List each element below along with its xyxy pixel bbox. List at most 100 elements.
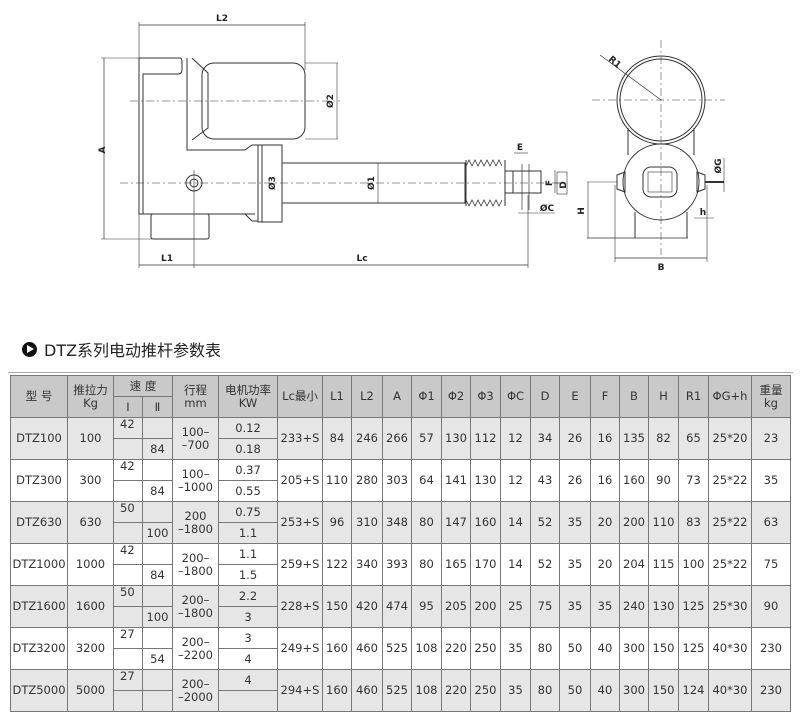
- cell-f: 20: [590, 501, 620, 544]
- cell-weight: 75: [751, 543, 791, 586]
- cell-l2: 460: [351, 669, 383, 712]
- cell-l2-text: 246: [356, 431, 378, 445]
- cell-power-1: 2.2: [218, 585, 278, 607]
- cell-b: 135: [619, 417, 649, 460]
- dim-h-lower: h: [700, 208, 706, 218]
- cell-speed-2: 100: [142, 606, 173, 628]
- cell-weight: 35: [751, 459, 791, 502]
- play-bullet-icon: [22, 341, 37, 357]
- cell-model-text: DTZ1000: [12, 557, 66, 571]
- cell-lc: 294+S: [277, 669, 323, 712]
- cell-stroke-line1: 100–: [181, 424, 210, 439]
- cell-speed-2: 100: [142, 522, 173, 544]
- cell-h-text: 90: [656, 473, 671, 487]
- cell-p2: 165: [441, 543, 471, 586]
- cell-power-1-text: 3: [244, 630, 252, 645]
- cell-a-text: 525: [386, 683, 408, 697]
- cell-r1: 83: [678, 501, 709, 544]
- cell-speed-2-empty: [142, 543, 173, 565]
- cell-speed-1: 27: [113, 627, 143, 649]
- header-h: H: [648, 375, 679, 418]
- dim-r1: R1: [606, 55, 623, 71]
- cell-a: 525: [382, 627, 412, 670]
- cell-l2: 280: [351, 459, 383, 502]
- cell-p1-text: 64: [419, 473, 434, 487]
- cell-l2: 246: [351, 417, 383, 460]
- cell-model: DTZ5000: [10, 669, 68, 712]
- cell-l1: 110: [322, 459, 352, 502]
- cell-weight-text: 230: [760, 641, 782, 655]
- header-speed-text: 速 度: [129, 378, 157, 393]
- cell-power-1: 3: [218, 627, 278, 649]
- cell-b: 300: [619, 627, 649, 670]
- cell-gh: 25*20: [708, 417, 752, 460]
- header-d: D: [530, 375, 560, 418]
- cell-p1: 64: [411, 459, 442, 502]
- cell-power-2: 0.18: [218, 438, 278, 460]
- header-p1: Φ1: [411, 375, 442, 418]
- cell-gh-text: 25*20: [712, 431, 748, 445]
- cell-a: 525: [382, 669, 412, 712]
- cell-gh: 25*22: [708, 543, 752, 586]
- cell-r1: 65: [678, 417, 709, 460]
- header-a-text: A: [393, 389, 401, 403]
- cell-l1: 150: [322, 585, 352, 628]
- cell-a: 474: [382, 585, 412, 628]
- header-f-text: F: [601, 389, 609, 403]
- header-weight-line1: 重量: [759, 382, 783, 397]
- header-gh-text: ΦG+h: [712, 389, 748, 403]
- cell-p3: 250: [470, 669, 501, 712]
- cell-weight-text: 63: [763, 515, 779, 529]
- header-stroke-line1: 行程: [184, 382, 207, 397]
- cell-e-text: 50: [567, 641, 583, 655]
- cell-power-2-text: 0.18: [235, 441, 261, 456]
- cell-p2: 147: [441, 501, 471, 544]
- cell-weight-text: 35: [763, 473, 779, 487]
- cell-stroke: 100––1000: [172, 459, 219, 502]
- cell-power-2: [218, 690, 278, 712]
- cell-stroke-line2: –2000: [177, 689, 214, 704]
- cell-speed-1-text: 42: [120, 543, 135, 557]
- cell-r1-text: 65: [686, 431, 701, 445]
- cell-power-2: 1.5: [218, 564, 278, 586]
- cell-f-text: 20: [597, 557, 613, 571]
- cell-force: 100: [67, 417, 114, 460]
- header-speed-2: Ⅱ: [142, 396, 173, 418]
- cell-force: 5000: [67, 669, 114, 712]
- cell-pc-text: 12: [508, 473, 523, 487]
- cell-model: DTZ630: [10, 501, 68, 544]
- cell-weight: 230: [751, 669, 791, 712]
- cell-lc-text: 259+S: [280, 557, 320, 571]
- cell-power-1: 0.12: [218, 417, 278, 439]
- cell-power-1-text: 2.2: [238, 588, 258, 603]
- cell-force-text: 630: [79, 515, 102, 529]
- cell-e: 35: [559, 543, 591, 586]
- cell-force-text: 3200: [75, 641, 106, 655]
- cell-h: 82: [648, 417, 679, 460]
- cell-p3-text: 112: [474, 431, 497, 445]
- cell-a: 393: [382, 543, 412, 586]
- cell-speed-1-empty: [113, 648, 143, 670]
- cell-f: 40: [590, 627, 620, 670]
- cell-d: 52: [530, 501, 560, 544]
- cell-p1: 108: [411, 627, 442, 670]
- cell-p1: 57: [411, 417, 442, 460]
- cell-lc: 228+S: [277, 585, 323, 628]
- cell-power-2-text: 4: [244, 651, 252, 666]
- dim-dg: ØG: [713, 158, 724, 173]
- cell-d: 75: [530, 585, 560, 628]
- cell-f-text: 16: [597, 431, 613, 445]
- cell-model-text: DTZ630: [16, 515, 62, 529]
- cell-e-text: 50: [567, 683, 583, 697]
- cell-l1-text: 160: [326, 641, 348, 655]
- cell-stroke: 200––1800: [172, 585, 219, 628]
- cell-force: 1600: [67, 585, 114, 628]
- cell-pc-text: 12: [508, 431, 523, 445]
- cell-p1-text: 108: [415, 641, 438, 655]
- cell-gh-text: 25*22: [712, 515, 748, 529]
- cell-speed-1-empty: [113, 522, 143, 544]
- header-l1: L1: [322, 375, 352, 418]
